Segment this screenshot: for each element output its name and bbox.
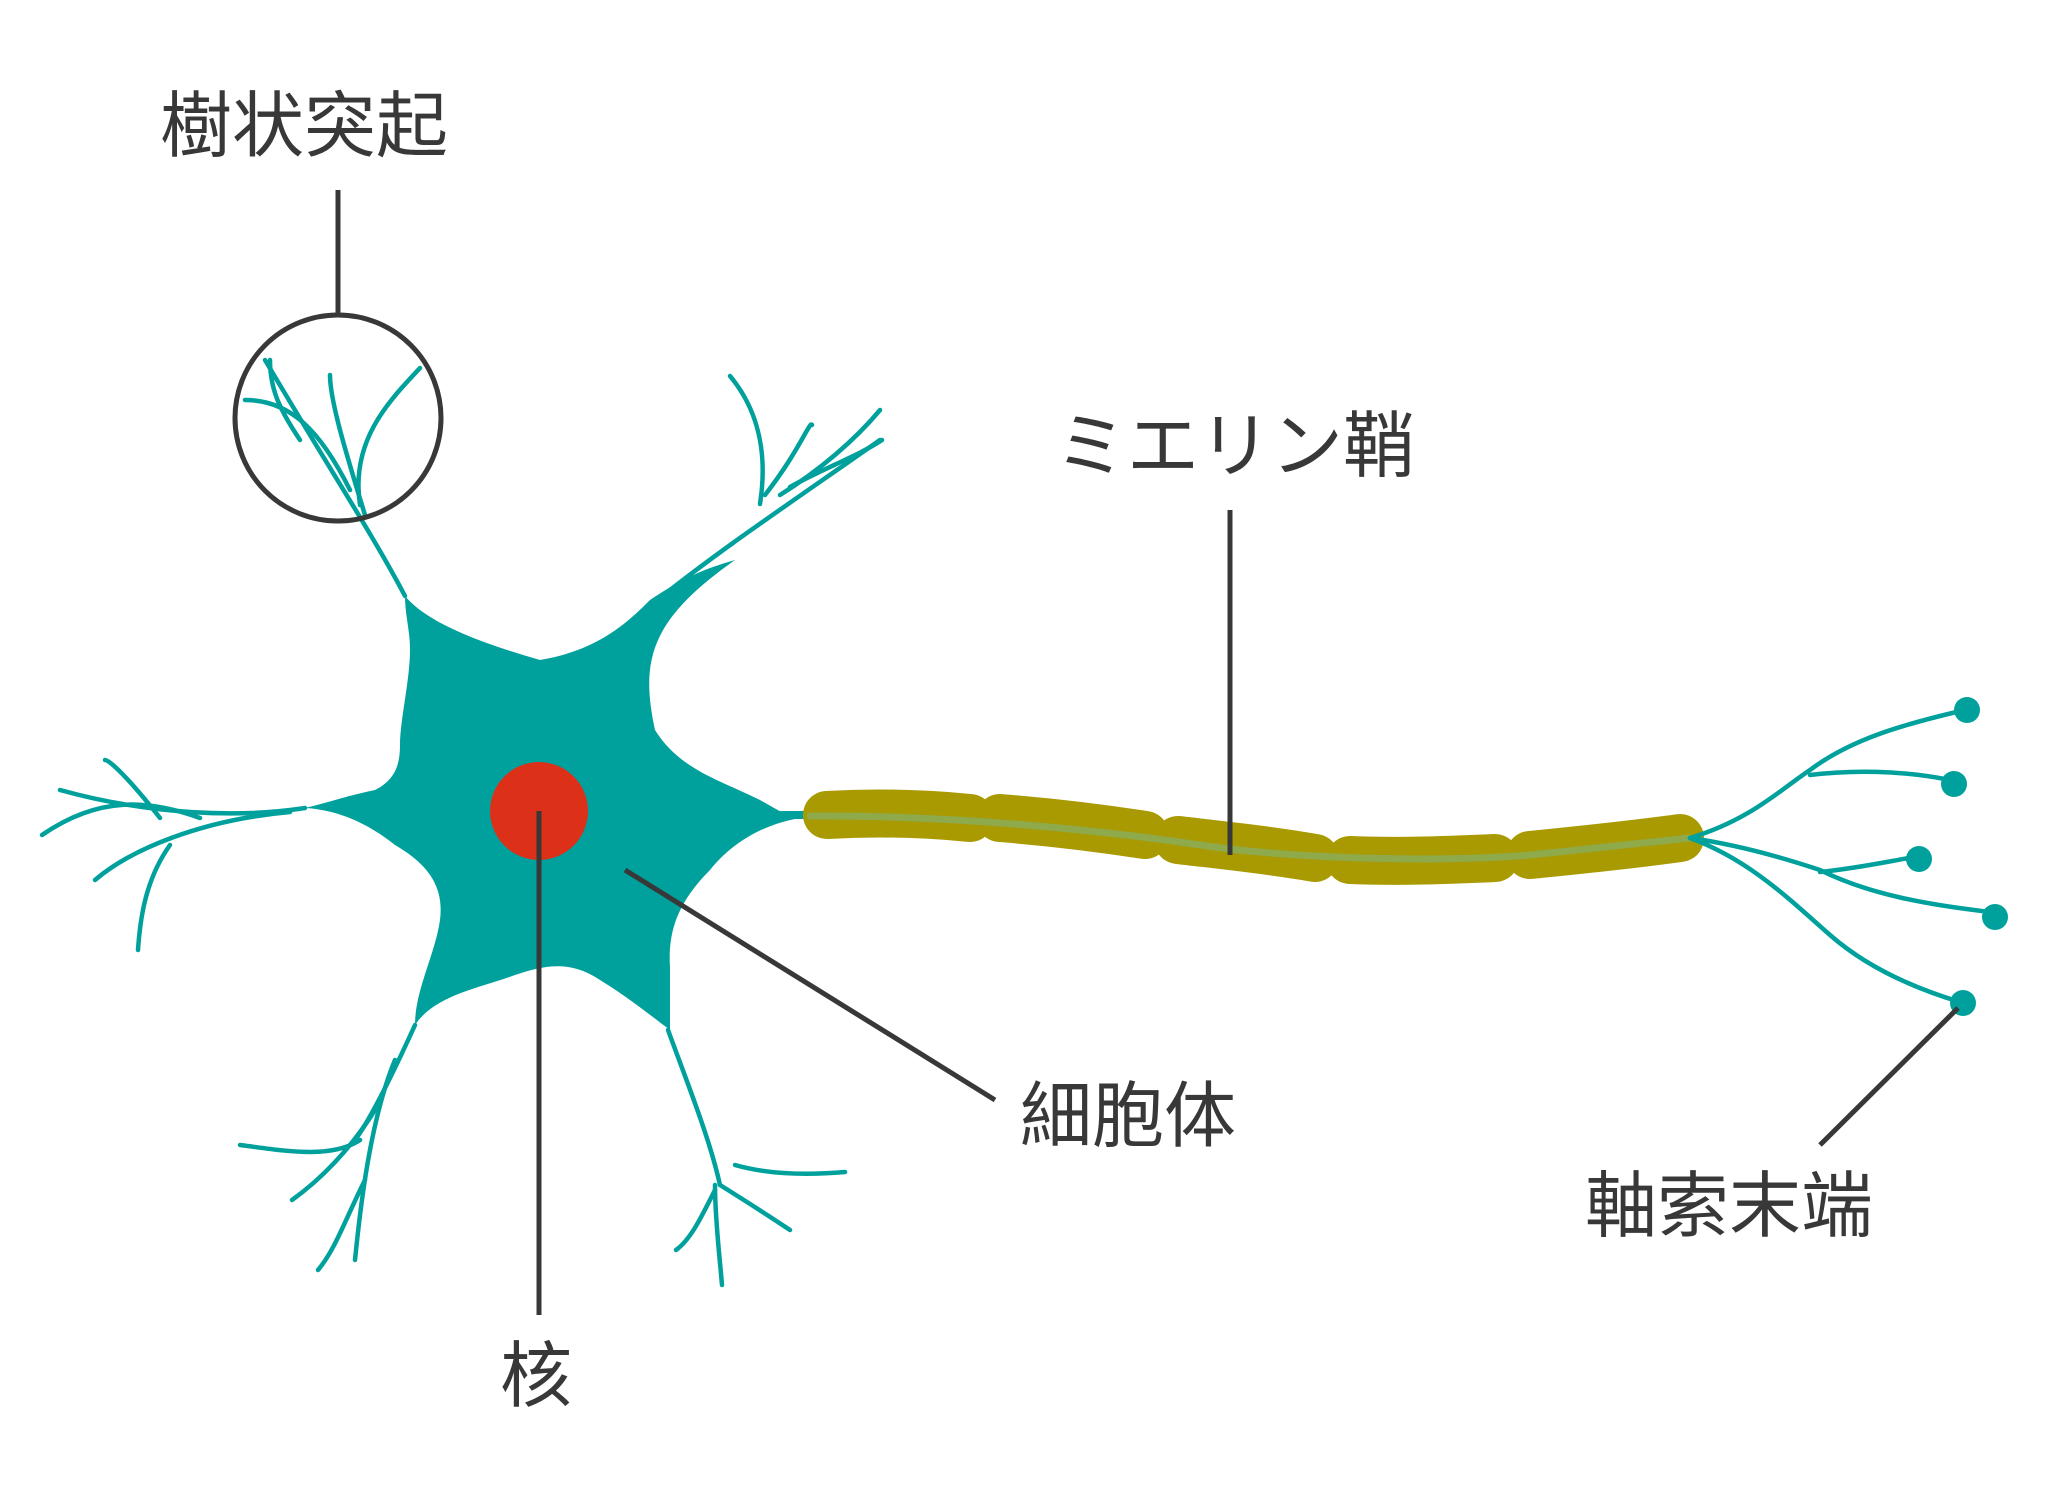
dendrites: [39, 357, 885, 1288]
dendrite-branch: [673, 1187, 718, 1253]
terminal-branch: [1687, 835, 1993, 915]
dendrite-branch: [762, 422, 815, 498]
myelin-sheath-segments: [803, 789, 1704, 885]
dendrite-branch: [237, 1137, 363, 1155]
axon-terminal-label: 軸索末端: [1585, 1164, 1874, 1248]
terminal-branch: [1817, 854, 1918, 875]
dendrite-branch: [262, 357, 408, 599]
terminal-button: [1906, 846, 1932, 872]
dendrite-branch: [289, 1107, 378, 1203]
leader-lines: [335, 190, 1960, 1315]
dendrite-branch: [717, 1182, 793, 1233]
dendrite-branch: [102, 757, 163, 821]
dendrite-branch: [352, 1057, 398, 1263]
dendrite-branch: [712, 1182, 725, 1288]
dendrite-branch: [665, 1027, 723, 1188]
axon-terminal-branches: [1687, 707, 1993, 1005]
dendrite-branch: [135, 842, 173, 953]
axon-terminal-leader-line: [1818, 1006, 1960, 1147]
nucleus-label: 核: [500, 1334, 573, 1418]
dendrite-branch: [777, 407, 883, 498]
terminal-branch: [1687, 835, 1963, 1005]
terminal-button: [1941, 771, 1967, 797]
dendrite-branch: [315, 1177, 368, 1273]
dendrite-branch: [732, 1162, 848, 1176]
dendrite-branch: [657, 437, 883, 601]
myelin-sheath-label: ミエリン鞘: [1055, 404, 1416, 488]
terminal-branch: [1687, 707, 1968, 841]
terminal-buttons: [1906, 697, 2008, 1016]
dendrite-branch: [356, 365, 423, 508]
dendrite-branch: [39, 802, 203, 838]
dendrite-branch: [267, 357, 303, 443]
dendrite-branch: [92, 809, 293, 883]
dendrite-branch: [242, 397, 353, 493]
axon-inner-line: [806, 812, 1694, 863]
terminal-branch: [1807, 769, 1953, 783]
terminal-button: [1982, 904, 2008, 930]
dendrite-label: 樹状突起: [160, 84, 449, 168]
dendrite-branch: [727, 373, 765, 507]
terminal-button: [1954, 697, 1980, 723]
cell-body-leader-line: [623, 867, 997, 1103]
cell-body-label: 細胞体: [1020, 1074, 1237, 1158]
